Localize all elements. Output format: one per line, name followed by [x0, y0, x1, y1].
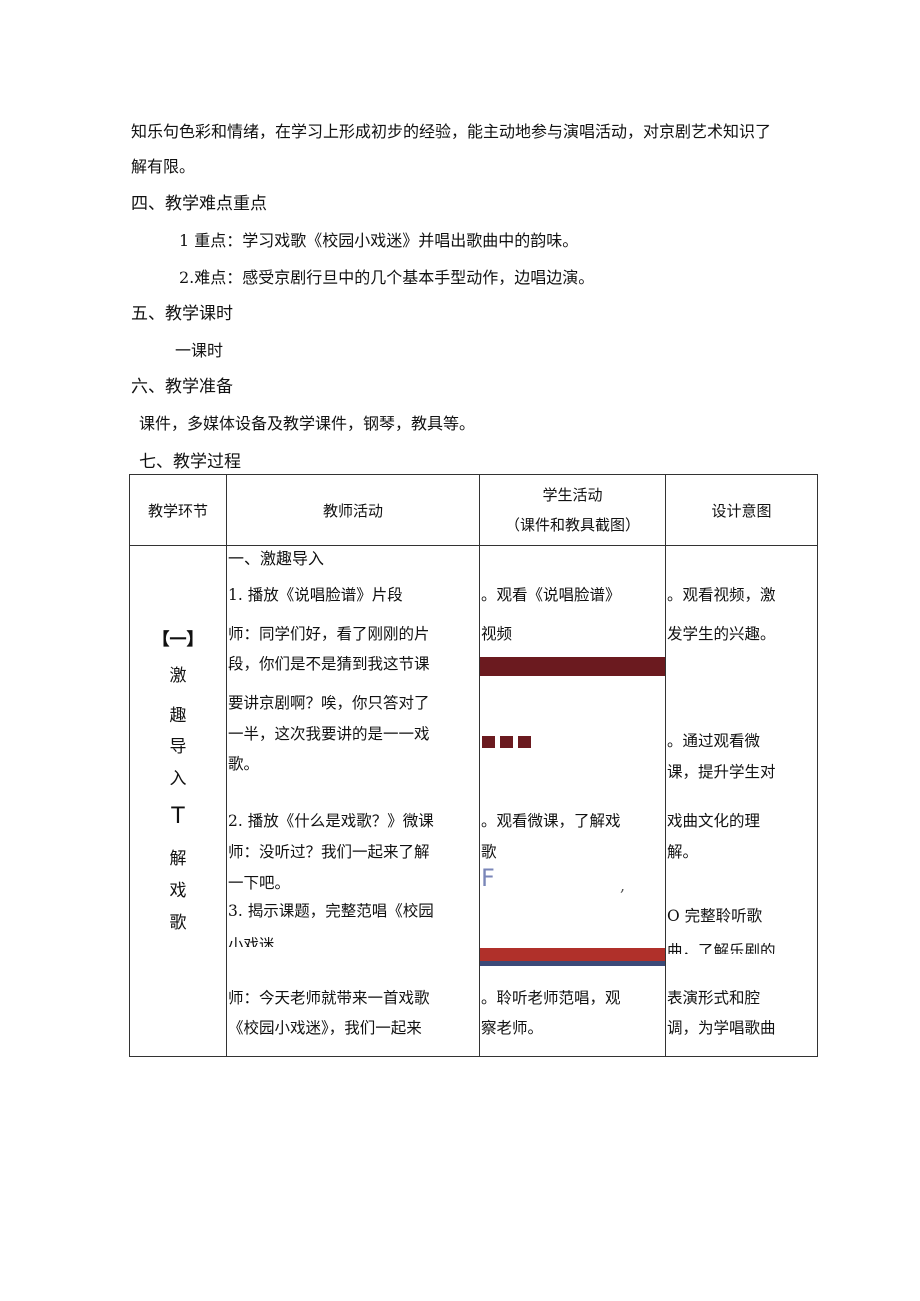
stage-char: 戏 [169, 881, 187, 901]
teacher-line: 2. 播放《什么是戏歌？》微课 [228, 812, 434, 830]
table-header-row: 教学环节 教师活动 学生活动 （课件和教具截图） 设计意图 [129, 474, 818, 546]
design-line: 课，提升学生对 [667, 763, 776, 781]
teacher-line: 3. 揭示课题，完整范唱《校园 [228, 902, 434, 920]
stage-char: 入 [169, 769, 187, 789]
header-design-label: 设计意图 [711, 501, 772, 520]
thumbnail-square [482, 736, 495, 748]
stage-char: T [171, 804, 185, 829]
teacher-line: 《校园小戏迷》，我们一起来 [228, 1019, 422, 1037]
design-line: 发学生的兴趣。 [667, 625, 776, 643]
teacher-line: 要讲京剧啊？唉，你只答对了 [228, 694, 430, 712]
student-line: 歌 [481, 843, 497, 861]
header-student: 学生活动 （课件和教具截图） [479, 474, 666, 546]
video-thumbnail-bar [480, 657, 665, 676]
intro-line-1: 知乐句色彩和情绪，在学习上形成初步的经验，能主动地参与演唱活动，对京剧艺术知识了 [131, 122, 772, 141]
design-line-clipped: 曲，了解乐剧的 [667, 938, 817, 954]
section-4-item-1: 1 重点：学习戏歌《校园小戏迷》并唱出歌曲中的韵味。 [179, 231, 579, 250]
thumbnail-square [518, 736, 531, 748]
section-6-body: 课件，多媒体设备及教学课件，钢琴，教具等。 [139, 414, 476, 433]
design-line: 调，为学唱歌曲 [667, 1019, 776, 1037]
slide-red-bar [480, 948, 665, 961]
stage-char: 激 [169, 666, 187, 686]
slide-navy-bar [480, 961, 665, 966]
stage-char: 趣 [169, 706, 187, 726]
teaching-process-table: 教学环节 教师活动 学生活动 （课件和教具截图） 设计意图 【一】 激 趣 导 … [129, 474, 818, 1057]
stage-bracket: 【一】 [152, 630, 204, 650]
design-line: 。观看视频，激 [667, 586, 776, 604]
intro-line-2: 解有限。 [131, 157, 196, 176]
header-teacher: 教师活动 [226, 474, 480, 546]
stage-char: 导 [169, 737, 187, 757]
student-line: 。观看《说唱脸谱》 [481, 586, 621, 604]
stage-char: 歌 [169, 913, 187, 933]
header-student-label: 学生活动 [542, 486, 603, 504]
teacher-line: 段，你们是不是猜到我这节课 [228, 655, 430, 673]
table-row: 【一】 激 趣 导 入 T 解 戏 歌 一、激趣导入 1. 播放《说唱脸谱》片段… [129, 545, 818, 1057]
header-teacher-label: 教师活动 [322, 501, 383, 520]
stage-cell: 【一】 激 趣 导 入 T 解 戏 歌 [129, 545, 227, 1057]
design-line: 戏曲文化的理 [667, 812, 761, 830]
teacher-line: 一半，这次我要讲的是一一戏 [228, 725, 430, 743]
microlesson-letter: F [481, 864, 495, 892]
teacher-line: 师：同学们好，看了刚刚的片 [228, 625, 430, 643]
teacher-line: 师：没听过？我们一起来了解 [228, 843, 430, 861]
student-line: 视频 [481, 625, 513, 643]
design-line: 。通过观看微 [667, 732, 761, 750]
thumbnail-square [500, 736, 513, 748]
teacher-line-clipped: 小戏迷 [228, 931, 348, 947]
section-7-title: 七、教学过程 [139, 452, 241, 472]
design-line: O 完整聆听歌 [667, 907, 763, 925]
student-line: 。聆听老师范唱，观 [481, 989, 621, 1007]
teacher-line: 师：今天老师就带来一首戏歌 [228, 989, 430, 1007]
design-line: 曲，了解乐剧的 [667, 942, 776, 954]
section-4-title: 四、教学难点重点 [131, 194, 267, 214]
section-6-title: 六、教学准备 [131, 377, 233, 397]
design-cell: 。观看视频，激 发学生的兴趣。 。通过观看微 课，提升学生对 戏曲文化的理 解。… [665, 545, 818, 1057]
teacher-line: 1. 播放《说唱脸谱》片段 [228, 586, 403, 604]
header-design: 设计意图 [665, 474, 818, 546]
header-stage-label: 教学环节 [147, 501, 208, 520]
design-line: 表演形式和腔 [667, 989, 761, 1007]
section-5-title: 五、教学课时 [131, 304, 233, 324]
slide-thumbnail-squares [482, 733, 536, 752]
header-stage: 教学环节 [129, 474, 227, 546]
student-cell: 。观看《说唱脸谱》 视频 。观看微课，了解戏 歌 F , 。聆听老师范唱，观 察… [479, 545, 666, 1057]
student-line: 。观看微课，了解戏 [481, 812, 621, 830]
student-line: 察老师。 [481, 1019, 544, 1037]
section-4-item-2: 2.难点：感受京剧行旦中的几个基本手型动作，边唱边演。 [179, 268, 595, 287]
stage-char: 解 [169, 849, 187, 869]
design-line: 解。 [667, 843, 699, 861]
teacher-line: 一下吧。 [228, 874, 291, 892]
teacher-line: 歌。 [228, 755, 260, 773]
teacher-cell: 一、激趣导入 1. 播放《说唱脸谱》片段 师：同学们好，看了刚刚的片 段，你们是… [226, 545, 480, 1057]
header-student-sublabel: （课件和教具截图） [504, 516, 640, 534]
teacher-line: 小戏迷 [228, 936, 275, 947]
microlesson-comma: , [620, 876, 626, 895]
teacher-line: 一、激趣导入 [228, 549, 325, 568]
section-5-body: 一课时 [175, 341, 224, 360]
